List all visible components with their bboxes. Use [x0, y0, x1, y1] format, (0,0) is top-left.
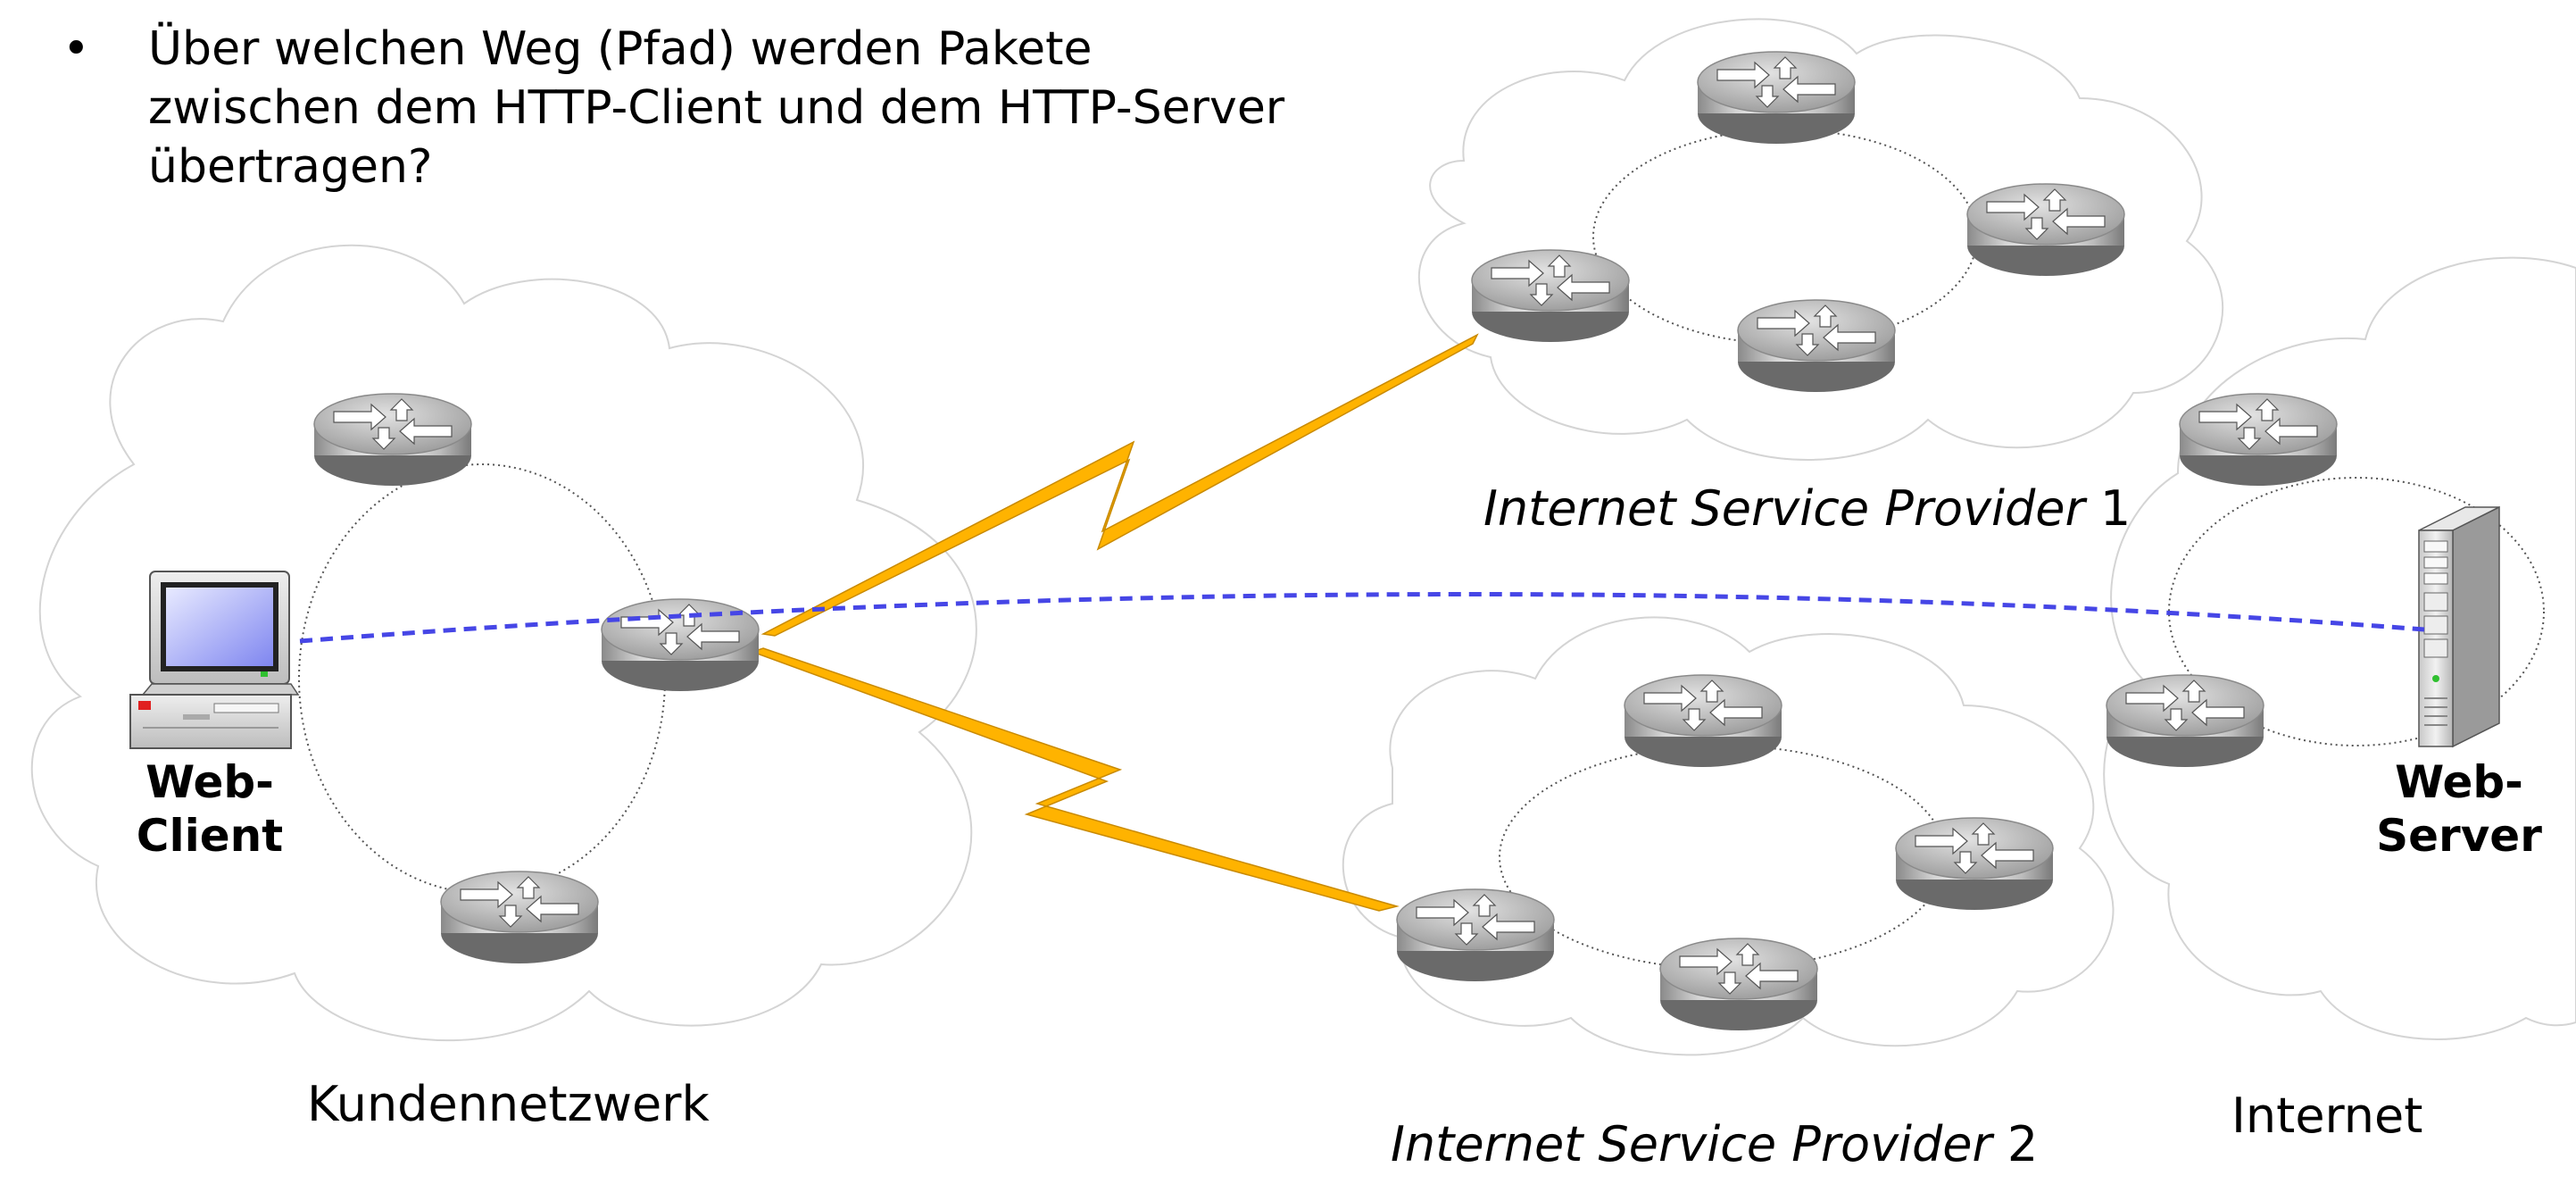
router-isp1-top — [1697, 51, 1856, 145]
label-isp1: Internet Service Provider 1 — [1483, 480, 2131, 538]
label-web-server: Web- Server — [2361, 755, 2557, 863]
router-isp2-bottom — [1659, 938, 1818, 1031]
bullet-dot: • — [62, 22, 90, 76]
label-isp2: Internet Service Provider 2 — [1391, 1116, 2038, 1173]
router-kunden-bottom — [440, 871, 599, 964]
label-internet: Internet — [2231, 1088, 2423, 1144]
web-server-icon — [2418, 505, 2500, 748]
question-text: Über welchen Weg (Pfad) werden Pakete zw… — [148, 20, 1284, 196]
label-web-client: Web- Client — [116, 755, 303, 863]
router-isp2-right — [1895, 817, 2054, 911]
router-isp1-left — [1471, 249, 1630, 343]
label-kundennetzwerk: Kundennetzwerk — [307, 1076, 710, 1132]
label-isp2-name: Internet Service Provider — [1391, 1116, 1992, 1172]
router-isp2-top — [1624, 674, 1782, 768]
label-web-client-line2: Client — [136, 810, 284, 862]
router-internet-top — [2179, 393, 2338, 487]
web-client-icon — [129, 571, 300, 749]
router-kunden-top — [313, 393, 472, 487]
packet-path — [299, 592, 2425, 644]
ring-internet — [2168, 477, 2545, 746]
cloud-kundennetzwerk — [30, 244, 977, 1042]
link-lightning-isp1 — [760, 333, 1479, 637]
router-isp1-right — [1966, 183, 2125, 277]
label-web-server-line1: Web- — [2395, 756, 2523, 808]
label-web-client-line1: Web- — [145, 756, 274, 808]
link-lightning-isp2 — [750, 647, 1400, 912]
router-isp1-bottom — [1737, 299, 1896, 393]
router-internet-bottom — [2106, 674, 2264, 768]
question-line-2: zwischen dem HTTP-Client und dem HTTP-Se… — [148, 81, 1285, 135]
label-web-server-line2: Server — [2376, 810, 2542, 862]
question-line-3: übertragen? — [148, 140, 433, 194]
question-line-1: Über welchen Weg (Pfad) werden Pakete — [148, 22, 1093, 76]
label-isp1-name: Internet Service Provider — [1483, 480, 2085, 537]
label-isp1-number: 1 — [2099, 480, 2131, 537]
label-isp2-number: 2 — [2007, 1116, 2039, 1172]
router-isp2-left — [1396, 888, 1555, 982]
cloud-isp1 — [1417, 18, 2223, 461]
